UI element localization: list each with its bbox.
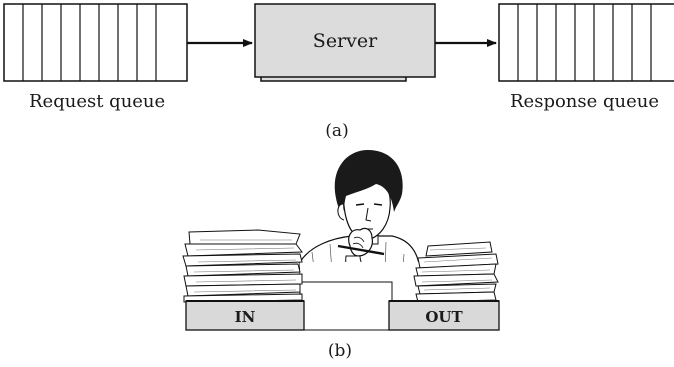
request-queue-label: Request queue [29, 91, 165, 112]
out-tray-label: OUT [425, 308, 463, 326]
pencil-icon [337, 244, 385, 256]
part-b-illustration: IN OUT (b) [182, 150, 500, 361]
request-queue [3, 3, 188, 82]
out-stack: OUT [388, 241, 500, 331]
caption-a: (a) [325, 121, 348, 141]
server-box: Server [254, 3, 436, 82]
caption-b: (b) [328, 341, 352, 361]
server-label: Server [313, 30, 378, 52]
response-queue [498, 3, 674, 82]
response-queue-label: Response queue [510, 91, 659, 112]
in-stack: IN [182, 229, 305, 331]
clerk-illustration [299, 150, 421, 331]
in-tray-label: IN [235, 308, 256, 326]
part-a-diagram: Request queue Server Response queue (a) [3, 3, 674, 141]
